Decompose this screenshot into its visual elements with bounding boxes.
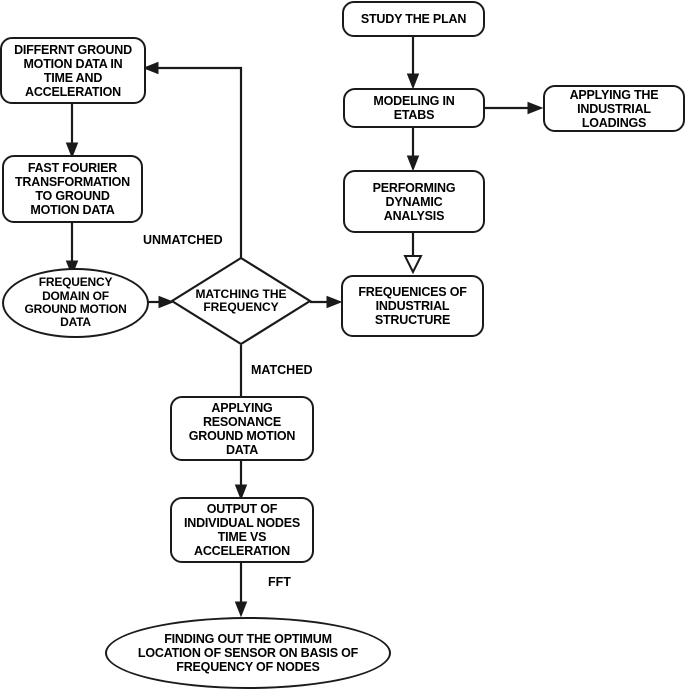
edge-label-matched: MATCHED bbox=[251, 363, 313, 377]
node-label: FAST FOURIER TRANSFORMATION TO GROUND MO… bbox=[14, 161, 130, 217]
node-label: STUDY THE PLAN bbox=[360, 12, 467, 26]
node-label: FREQUENICES OF INDUSTRIAL STRUCTURE bbox=[358, 285, 467, 327]
node-applying-the-industrial-loadings[interactable]: APPLYING THE INDUSTRIAL LOADINGS bbox=[543, 85, 685, 132]
arrowhead-study-to-modeling bbox=[406, 73, 420, 90]
arrowhead-modeling-to-loadings bbox=[527, 101, 544, 115]
arrowhead-resonance-to-output bbox=[234, 484, 248, 501]
node-label: MODELING IN ETABS bbox=[373, 94, 455, 122]
arrowhead-freqdomain-to-matching bbox=[158, 295, 175, 309]
node-applying-resonance-ground-motion-data[interactable]: APPLYING RESONANCE GROUND MOTION DATA bbox=[170, 396, 314, 461]
diamond-shape bbox=[169, 256, 313, 346]
arrowhead-ground-to-fft bbox=[65, 142, 79, 159]
node-label: OUTPUT OF INDIVIDUAL NODES TIME VS ACCEL… bbox=[183, 502, 301, 558]
node-modeling-in-etabs[interactable]: MODELING IN ETABS bbox=[343, 88, 485, 128]
edge-unmatched-feedback bbox=[155, 66, 243, 258]
node-label: FINDING OUT THE OPTIMUM LOCATION OF SENS… bbox=[137, 632, 359, 674]
node-frequency-domain-of-ground-motion-data[interactable]: FREQUENCY DOMAIN OF GROUND MOTION DATA bbox=[2, 268, 149, 338]
arrowhead-matching-to-frequenices bbox=[326, 295, 343, 309]
node-label: APPLYING RESONANCE GROUND MOTION DATA bbox=[188, 400, 296, 457]
node-performing-dynamic-analysis[interactable]: PERFORMING DYNAMIC ANALYSIS bbox=[343, 170, 485, 233]
edge-label-fft: FFT bbox=[268, 575, 291, 589]
arrowhead-unmatched-feedback bbox=[142, 61, 159, 75]
node-label: DIFFERNT GROUND MOTION DATA IN TIME AND … bbox=[14, 42, 132, 99]
node-different-ground-motion-data[interactable]: DIFFERNT GROUND MOTION DATA IN TIME AND … bbox=[0, 37, 146, 104]
node-label: FREQUENCY DOMAIN OF GROUND MOTION DATA bbox=[24, 275, 127, 330]
node-frequenices-of-industrial-structure[interactable]: FREQUENICES OF INDUSTRIAL STRUCTURE bbox=[341, 275, 484, 337]
node-label: PERFORMING DYNAMIC ANALYSIS bbox=[372, 180, 456, 223]
node-study-the-plan[interactable]: STUDY THE PLAN bbox=[342, 1, 485, 37]
node-fast-fourier-transformation[interactable]: FAST FOURIER TRANSFORMATION TO GROUND MO… bbox=[2, 155, 143, 223]
arrowhead-dynamic-to-frequenices bbox=[403, 255, 423, 275]
node-finding-out-optimum-location-of-sensor[interactable]: FINDING OUT THE OPTIMUM LOCATION OF SENS… bbox=[105, 617, 391, 689]
node-label: MATCHING THE FREQUENCY bbox=[195, 286, 287, 314]
edge-label-unmatched: UNMATCHED bbox=[143, 233, 223, 247]
node-output-of-individual-nodes[interactable]: OUTPUT OF INDIVIDUAL NODES TIME VS ACCEL… bbox=[170, 497, 314, 563]
node-label: APPLYING THE INDUSTRIAL LOADINGS bbox=[569, 87, 659, 130]
node-matching-the-frequency[interactable]: MATCHING THE FREQUENCY bbox=[169, 256, 313, 346]
arrowhead-modeling-to-dynamic bbox=[406, 155, 420, 172]
arrowhead-output-to-finding bbox=[234, 601, 248, 618]
